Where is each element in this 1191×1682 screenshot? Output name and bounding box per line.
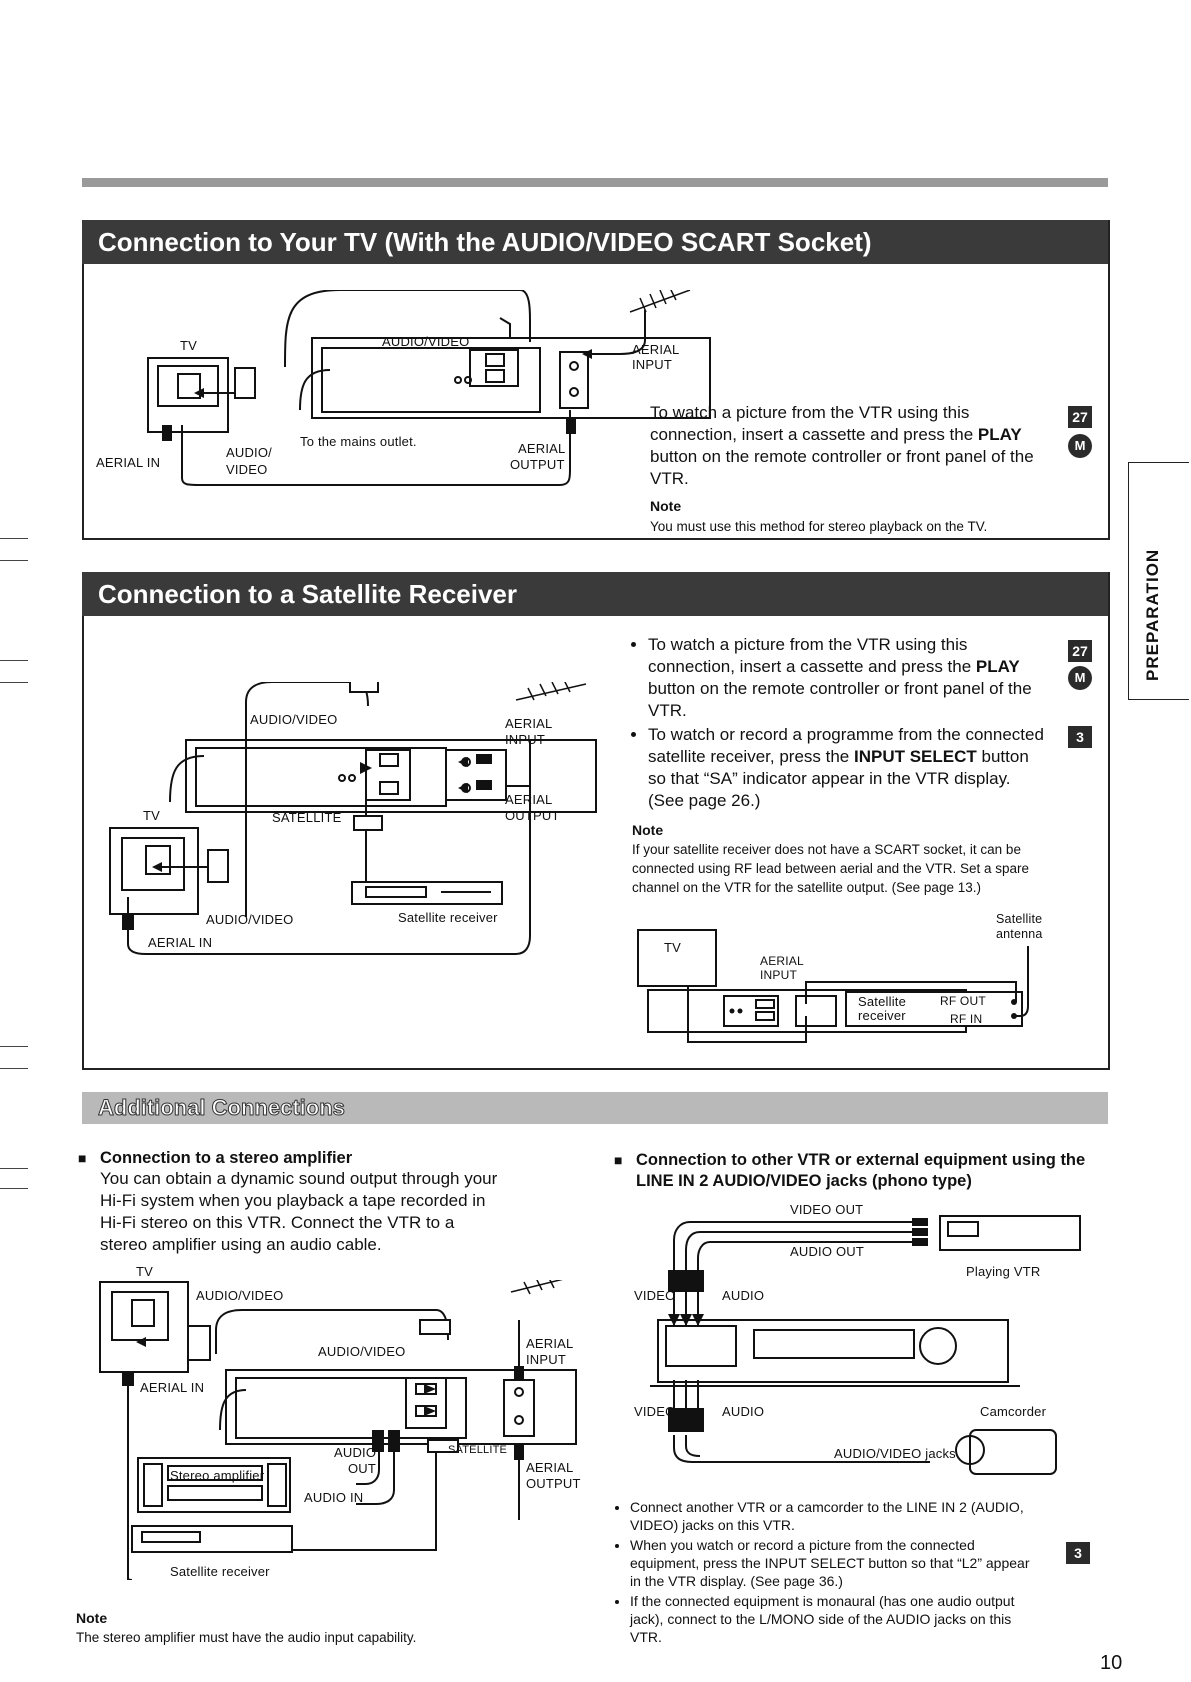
tv-audio-video-label: AUDIO/VIDEO (206, 912, 294, 927)
satellite-antenna-label: antenna (996, 927, 1043, 941)
stereo-amplifier-label: Stereo amplifier (170, 1468, 265, 1483)
line-in-instructions: Connect another VTR or a camcorder to th… (612, 1498, 1032, 1648)
aerial-input-label: INPUT (505, 732, 545, 747)
mode-m-icon: M (1068, 666, 1092, 690)
video-label: VIDEO (634, 1404, 676, 1419)
amplifier-text: You can obtain a dynamic sound output th… (100, 1169, 498, 1254)
mains-label: To the mains outlet. (300, 434, 417, 449)
tv-audio-video-label: AUDIO/ (226, 445, 272, 460)
tv-label: TV (143, 808, 161, 823)
amplifier-connection-diagram (99, 1280, 577, 1580)
tv-label: TV (180, 338, 198, 353)
margin-mark (0, 1188, 28, 1189)
instruction-item: Connect another VTR or a camcorder to th… (630, 1498, 1032, 1534)
section1-instructions: To watch a picture from the VTR using th… (650, 403, 1034, 488)
amplifier-note: The stereo amplifier must have the audio… (76, 1630, 417, 1645)
aerial-output-label: OUTPUT (505, 808, 560, 823)
section-tv-connection (82, 220, 1110, 540)
page-ref-badge-3: 3 (1066, 1542, 1090, 1564)
rf-connection-diagram (637, 929, 1029, 1043)
mini-tv-label: TV (664, 940, 682, 955)
mini-satellite-receiver-label: Satellite (858, 994, 907, 1009)
margin-mark (0, 1068, 28, 1069)
aerial-output-label: AERIAL (526, 1460, 574, 1475)
line-in-connection-diagram (650, 1215, 1081, 1475)
audio-video-label: AUDIO/VIDEO (382, 334, 470, 349)
audio-label: AUDIO (722, 1288, 765, 1303)
audio-out-label: AUDIO OUT (790, 1244, 865, 1259)
section-title-tv: Connection to Your TV (With the AUDIO/VI… (82, 220, 1108, 264)
mini-aerial-input-label: AERIAL (760, 954, 804, 968)
tv-label: TV (136, 1264, 154, 1279)
mode-m-icon: M (1068, 434, 1092, 458)
aerial-in-label: AERIAL IN (96, 455, 161, 470)
page-ref-badge-3: 3 (1068, 726, 1092, 748)
rf-in-label: RF IN (950, 1012, 983, 1026)
margin-mark (0, 660, 28, 661)
aerial-input-label: AERIAL (526, 1336, 574, 1351)
audio-label: AUDIO (722, 1404, 765, 1419)
tv-connection-diagram (147, 290, 711, 486)
mini-satellite-receiver-label: receiver (858, 1008, 906, 1023)
section-title-satellite: Connection to a Satellite Receiver (82, 572, 1108, 616)
section-satellite (82, 572, 1110, 1070)
rf-out-label: RF OUT (940, 994, 986, 1008)
section2-note-title: Note (632, 822, 664, 838)
aerial-output-label: OUTPUT (526, 1476, 581, 1491)
playing-vtr-label: Playing VTR (966, 1264, 1041, 1279)
audio-out-label: OUT (348, 1461, 377, 1476)
audio-video-label: AUDIO/VIDEO (318, 1344, 406, 1359)
page-ref-badge-27: 27 (1068, 406, 1092, 428)
aerial-input-label: AERIAL (505, 716, 553, 731)
camcorder-label: Camcorder (980, 1404, 1047, 1419)
aerial-in-label: AERIAL IN (140, 1380, 205, 1395)
margin-mark (0, 560, 28, 561)
tv-audio-video-label: VIDEO (226, 462, 268, 477)
audio-out-label: AUDIO (334, 1445, 377, 1460)
section-title-additional: Additional Connections (82, 1092, 1108, 1124)
instruction-item: To watch or record a programme from the … (648, 724, 1050, 812)
page-number: 10 (1100, 1652, 1123, 1674)
aerial-output-label: OUTPUT (510, 457, 565, 472)
line-in-heading: Connection to other VTR or external equi… (614, 1150, 1106, 1192)
aerial-in-label: AERIAL IN (148, 935, 213, 950)
margin-mark (0, 1168, 28, 1169)
chapter-tab-label: PREPARATION (1143, 548, 1162, 681)
margin-mark (0, 682, 28, 683)
amplifier-note-title: Note (76, 1610, 108, 1626)
aerial-input-label: INPUT (526, 1352, 566, 1367)
satellite-connection-diagram (109, 682, 597, 955)
satellite-label: SATELLITE (272, 810, 342, 825)
satellite-label: SATELLITE (448, 1444, 508, 1456)
aerial-input-label: INPUT (632, 357, 672, 372)
top-rule (82, 178, 1108, 187)
section2-note: If your satellite receiver does not have… (632, 842, 1029, 895)
margin-mark (0, 1046, 28, 1047)
page-ref-badge-27: 27 (1068, 640, 1092, 662)
instruction-item: When you watch or record a picture from … (630, 1536, 1032, 1590)
section2-instructions: To watch a picture from the VTR using th… (630, 634, 1050, 814)
aerial-output-label: AERIAL (505, 792, 553, 807)
av-jacks-label: AUDIO/VIDEO jacks (834, 1446, 956, 1461)
section1-note: You must use this method for stereo play… (650, 519, 988, 534)
satellite-receiver-label: Satellite receiver (170, 1564, 270, 1579)
audio-video-label: AUDIO/VIDEO (196, 1288, 284, 1303)
video-out-label: VIDEO OUT (790, 1202, 864, 1217)
instruction-item: If the connected equipment is monaural (… (630, 1592, 1032, 1646)
margin-mark (0, 538, 28, 539)
audio-video-label: AUDIO/VIDEO (250, 712, 338, 727)
aerial-output-label: AERIAL (518, 441, 566, 456)
chapter-tab: PREPARATION (1128, 462, 1189, 700)
aerial-input-label: AERIAL (632, 342, 680, 357)
mini-aerial-input-label: INPUT (760, 968, 797, 982)
satellite-receiver-label: Satellite receiver (398, 910, 498, 925)
satellite-antenna-label: Satellite (996, 912, 1043, 926)
video-label: VIDEO (634, 1288, 676, 1303)
audio-in-label: AUDIO IN (304, 1490, 364, 1505)
instruction-item: To watch a picture from the VTR using th… (648, 634, 1050, 722)
section1-note-title: Note (650, 498, 682, 514)
amplifier-heading: Connection to a stereo amplifier (78, 1148, 560, 1169)
